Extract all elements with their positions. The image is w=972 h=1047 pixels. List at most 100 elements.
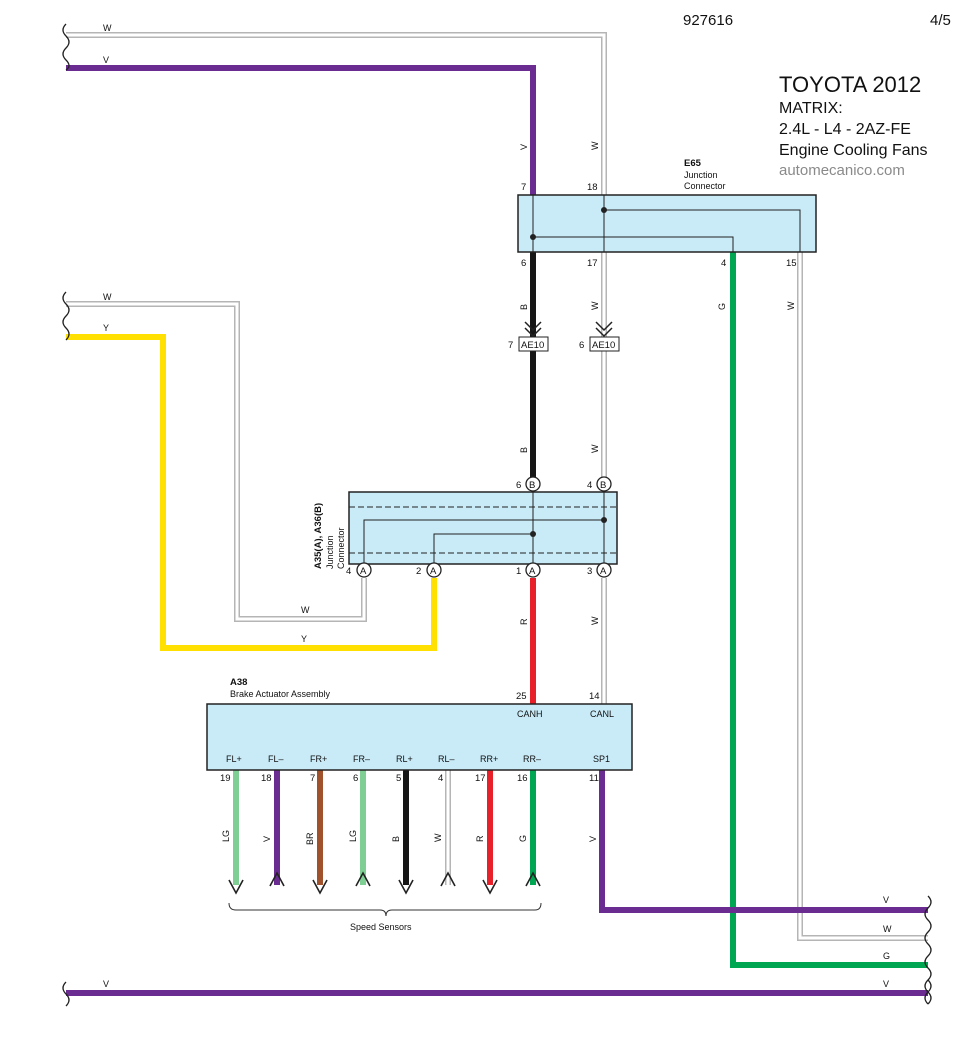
engine-spec: 2.4L - L4 - 2AZ-FE: [779, 121, 911, 138]
label-left-w: W: [103, 292, 112, 302]
a35-pin-4a: 4: [346, 566, 351, 577]
label-v-sp1: V: [588, 836, 598, 842]
a38-pin-11: 11: [589, 773, 599, 784]
a35-pin-2: 2: [416, 566, 421, 577]
a38-sig-rr-plus: RR+: [480, 754, 498, 764]
a38-sig-fr-minus: FR–: [353, 754, 370, 764]
e65-pin-15: 15: [786, 258, 797, 269]
label-top-w: W: [103, 23, 112, 33]
system-name: Engine Cooling Fans: [779, 142, 928, 159]
a38-pin-14: 14: [589, 691, 600, 702]
label-r-rr: R: [475, 835, 485, 842]
label-bus-v-right: V: [883, 979, 889, 989]
page-number: 4/5: [930, 12, 951, 29]
a38-pin-7: 7: [310, 773, 315, 784]
a35-tag-b2: B: [600, 480, 606, 491]
e65-pin-4: 4: [721, 258, 726, 269]
a38-pin-17: 17: [475, 773, 486, 784]
label-top-v: V: [103, 55, 109, 65]
a35-line2: Connector: [336, 527, 346, 569]
a35-pin-4b: 4: [587, 480, 592, 491]
connector-e65: E65 Junction Connector 7 18 6 17 4 15: [517, 158, 817, 269]
a38-pin-25: 25: [516, 691, 527, 702]
label-right-w: W: [883, 924, 892, 934]
e65-pin-6: 6: [521, 258, 526, 269]
title-block: TOYOTA 2012 MATRIX: 2.4L - L4 - 2AZ-FE E…: [779, 72, 928, 181]
source-site: automecanico.com: [779, 162, 905, 179]
a35-pin-6: 6: [516, 480, 521, 491]
label-canl-w: W: [590, 616, 600, 625]
sensor-arrows: [228, 871, 541, 895]
connector-ae10: AE10 AE10 7 6: [508, 321, 620, 352]
e65-pin-7: 7: [521, 182, 526, 193]
label-e65-in-w: W: [590, 141, 600, 150]
a38-sig-sp1: SP1: [593, 754, 610, 764]
wire-w-left: [66, 301, 367, 622]
wire-w-e65-15: [797, 252, 928, 941]
label-b-rl: B: [391, 836, 401, 842]
label-right-v: V: [883, 895, 889, 905]
a38-sig-fr-plus: FR+: [310, 754, 327, 764]
label-bottom-w: W: [301, 605, 310, 615]
label-e65-out-g: G: [717, 303, 727, 310]
label-bus-v-left: V: [103, 979, 109, 989]
a38-id: A38: [230, 677, 247, 688]
speed-sensors-label: Speed Sensors: [350, 922, 412, 932]
label-w-rl: W: [433, 833, 443, 842]
label-e65-out-w: W: [590, 301, 600, 310]
a35-tag-a1: A: [360, 566, 367, 577]
wire-w-top: [66, 32, 607, 195]
a38-name: Brake Actuator Assembly: [230, 689, 331, 699]
a38-sig-fl-minus: FL–: [268, 754, 284, 764]
a35-id: A35(A), A36(B): [313, 503, 324, 569]
label-br-fr: BR: [305, 832, 315, 845]
a38-sig-canh: CANH: [517, 709, 543, 719]
a35-line1: Junction: [325, 535, 335, 569]
wire-y-left: [66, 334, 437, 651]
label-right-g: G: [883, 951, 890, 961]
component-a38: A38 Brake Actuator Assembly 25 14 CANH C…: [206, 677, 633, 784]
label-v-fl: V: [262, 836, 272, 842]
vehicle-model: MATRIX:: [779, 100, 843, 117]
a38-sig-rl-minus: RL–: [438, 754, 455, 764]
label-e65-out-w15: W: [786, 301, 796, 310]
a38-sig-canl: CANL: [590, 709, 614, 719]
speed-sensor-wires: [233, 770, 536, 885]
e65-line2: Connector: [684, 181, 726, 191]
e65-pin-18: 18: [587, 182, 598, 193]
a38-pin-19: 19: [220, 773, 231, 784]
connector-a35-a36: B B A A A A 6 4 4 2 1 3 A35(A), A36(B) J…: [313, 476, 618, 578]
a38-pin-4: 4: [438, 773, 443, 784]
a35-tag-a2: A: [430, 566, 437, 577]
wire-labels: W V V W B W G W B W W Y W Y R W V W G V …: [103, 23, 892, 989]
a35-box: [348, 491, 618, 565]
a38-sig-fl-plus: FL+: [226, 754, 242, 764]
label-e65-in-v: V: [519, 144, 529, 150]
a38-box: [206, 703, 633, 771]
a38-pin-18: 18: [261, 773, 272, 784]
e65-id: E65: [684, 158, 702, 169]
wire-v-sp1: [599, 770, 928, 913]
a38-pin-6: 6: [353, 773, 358, 784]
e65-pin-17: 17: [587, 258, 598, 269]
label-lg-fl: LG: [221, 830, 231, 842]
e65-line1: Junction: [684, 170, 718, 180]
label-mid-b: B: [519, 447, 529, 453]
a38-sig-rr-minus: RR–: [523, 754, 541, 764]
e65-box: [517, 194, 817, 253]
sensor-wire-labels: LG V BR LG B W R G V: [221, 830, 598, 845]
a35-pin-1: 1: [516, 566, 521, 577]
label-bottom-y: Y: [301, 634, 307, 644]
a35-tag-b1: B: [529, 480, 535, 491]
label-g-rr: G: [518, 835, 528, 842]
wire-v-top: [66, 65, 536, 195]
label-canh-r: R: [519, 618, 529, 625]
label-e65-out-b: B: [519, 304, 529, 310]
label-left-y: Y: [103, 323, 109, 333]
break-marks: [62, 23, 932, 1007]
wire-g-e65: [730, 252, 928, 968]
a38-pin-16: 16: [517, 773, 528, 784]
a35-tag-a3: A: [529, 566, 536, 577]
ae10-pin-6: 6: [579, 340, 584, 351]
